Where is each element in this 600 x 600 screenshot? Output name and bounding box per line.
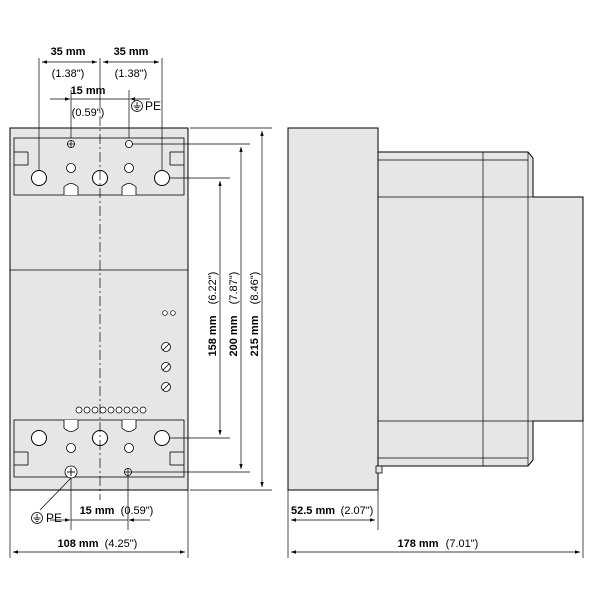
control-terminal [131,406,139,414]
dim-top-right-mm: 35 mm [114,46,149,58]
control-terminal [83,406,91,414]
dim-side-total-mm: 178 mm [398,538,439,550]
dim-width-inch: (4.25") [105,538,138,550]
screw-head-icon [64,465,78,479]
control-terminal [91,406,99,414]
top-dimensions: 35 mm (1.38") 35 mm (1.38") 15 mm (0.59"… [38,46,163,170]
top-pe-screw [125,140,133,148]
side-dimensions: 52.5 mm (2.07") 178 mm (7.01") [287,421,584,558]
dim-top-right-inch: (1.38") [115,68,148,80]
side-view [287,127,584,491]
control-terminal [107,406,115,414]
top-slot-right [121,163,137,195]
dim-bottom-pe-inch: (0.59") [121,505,154,517]
screw-head-icon [124,468,132,476]
top-pe-label: PE [145,99,161,113]
side-latch [375,465,383,474]
dim-width-mm: 108 mm [58,538,99,550]
control-terminal [75,406,83,414]
top-slot-left [63,163,79,195]
bottom-slot-left [63,420,79,453]
side-housing-front [287,127,379,491]
dim-top-pe-inch: (0.59") [72,107,105,119]
bottom-dimensions: PE 15 mm (0.59") 108 mm (4.25") [9,476,189,558]
dim-158-mm: 158 mm [207,315,219,356]
potentiometer-knob [161,382,171,392]
control-terminal [123,406,131,414]
front-view [9,98,189,500]
dim-bottom-pe-mm: 15 mm [80,505,115,517]
dim-top-left-mm: 35 mm [51,46,86,58]
dim-top-left-inch: (1.38") [52,68,85,80]
control-terminal [115,406,123,414]
earth-ground-icon [31,512,43,524]
led-indicator [162,310,168,316]
led-indicator [170,310,176,316]
bottom-terminal-block [13,419,185,478]
control-terminal [99,406,107,414]
dim-200-inch: (7.87") [228,272,240,305]
top-terminal-block [13,137,185,196]
control-terminal [139,406,147,414]
dim-200-mm: 200 mm [228,315,240,356]
bottom-right-terminal-hole [154,430,170,446]
potentiometer-knob [161,362,171,372]
side-housing-body [377,151,584,467]
dim-side-total-inch: (7.01") [446,538,479,550]
top-right-terminal-hole [154,170,170,186]
bottom-slot-right [121,420,137,453]
bottom-pe-label: PE [46,511,62,525]
dim-215-inch: (8.46") [249,272,261,305]
earth-ground-icon [131,100,143,112]
bottom-left-terminal-hole [31,430,47,446]
screw-head-icon [67,140,75,148]
dim-side-front-mm: 52.5 mm [291,505,335,517]
dim-side-front-inch: (2.07") [341,505,374,517]
top-left-terminal-hole [31,170,47,186]
vertical-dimensions: 158 mm (6.22") 200 mm (7.87") 215 mm (8.… [132,127,272,491]
dim-215-mm: 215 mm [249,315,261,356]
potentiometer-knob [161,342,171,352]
dim-top-pe-mm: 15 mm [71,85,106,97]
dim-158-inch: (6.22") [207,272,219,305]
control-terminal-row [75,406,147,414]
